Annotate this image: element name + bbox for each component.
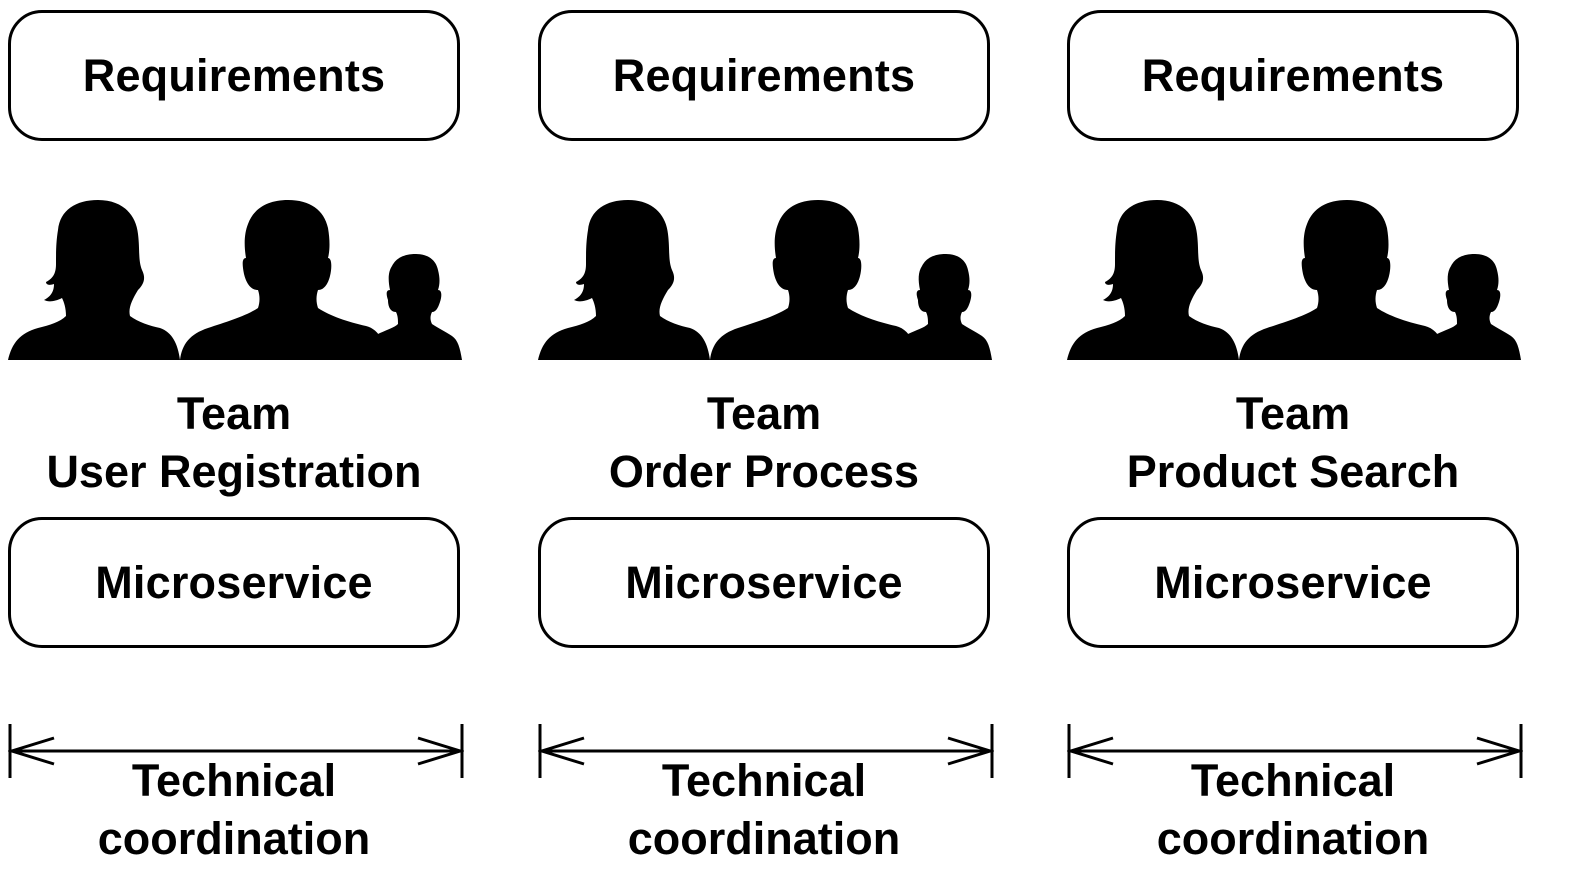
coordination-label-line2: coordination bbox=[1156, 813, 1430, 864]
person-man bbox=[710, 200, 916, 360]
microservice-box: Microservice bbox=[8, 517, 460, 648]
arrow-right-head bbox=[417, 736, 464, 766]
team-silhouettes-icon bbox=[8, 198, 464, 364]
coordination-label-line1: Technical bbox=[1190, 755, 1396, 806]
requirements-box: Requirements bbox=[538, 10, 990, 141]
team-label-line2: Order Process bbox=[608, 446, 920, 497]
team-column-product-search: Requirements Team Product Search Microse… bbox=[1067, 0, 1523, 896]
team-column-order-process: Requirements Team Order Process Microser… bbox=[538, 0, 994, 896]
arrow-left-head bbox=[1067, 736, 1114, 766]
team-label-line1: Team bbox=[706, 388, 822, 439]
requirements-box: Requirements bbox=[8, 10, 460, 141]
team-column-user-registration: Requirements Team User Registration Micr… bbox=[8, 0, 464, 896]
coordination-label-line1: Technical bbox=[661, 755, 867, 806]
person-man bbox=[180, 200, 386, 360]
arrow-right-head bbox=[947, 736, 994, 766]
double-headed-arrow-icon bbox=[1067, 720, 1523, 784]
coordination-label-line2: coordination bbox=[97, 813, 371, 864]
person-small bbox=[1419, 254, 1521, 360]
team-label-line2: Product Search bbox=[1126, 446, 1460, 497]
arrow-left-head bbox=[538, 736, 585, 766]
arrow-right-head bbox=[1476, 736, 1523, 766]
person-woman bbox=[538, 200, 710, 360]
person-small bbox=[360, 254, 462, 360]
double-headed-arrow-icon bbox=[538, 720, 994, 784]
coordination-label: Technical coordination bbox=[0, 752, 480, 868]
microservice-box: Microservice bbox=[1067, 517, 1519, 648]
person-woman bbox=[1067, 200, 1239, 360]
double-headed-arrow-icon bbox=[8, 720, 464, 784]
team-label: Team Order Process bbox=[518, 385, 1010, 501]
coordination-label: Technical coordination bbox=[518, 752, 1010, 868]
arrow-left-head bbox=[8, 736, 55, 766]
coordination-label-line1: Technical bbox=[131, 755, 337, 806]
requirements-box: Requirements bbox=[1067, 10, 1519, 141]
team-silhouettes-icon bbox=[1067, 198, 1523, 364]
microservice-box: Microservice bbox=[538, 517, 990, 648]
team-label-line1: Team bbox=[176, 388, 292, 439]
team-label: Team User Registration bbox=[0, 385, 480, 501]
person-woman bbox=[8, 200, 180, 360]
team-label-line1: Team bbox=[1235, 388, 1351, 439]
team-silhouettes-icon bbox=[538, 198, 994, 364]
coordination-label-line2: coordination bbox=[627, 813, 901, 864]
coordination-label: Technical coordination bbox=[1047, 752, 1539, 868]
team-label-line2: User Registration bbox=[46, 446, 422, 497]
team-label: Team Product Search bbox=[1047, 385, 1539, 501]
person-small bbox=[890, 254, 992, 360]
person-man bbox=[1239, 200, 1445, 360]
